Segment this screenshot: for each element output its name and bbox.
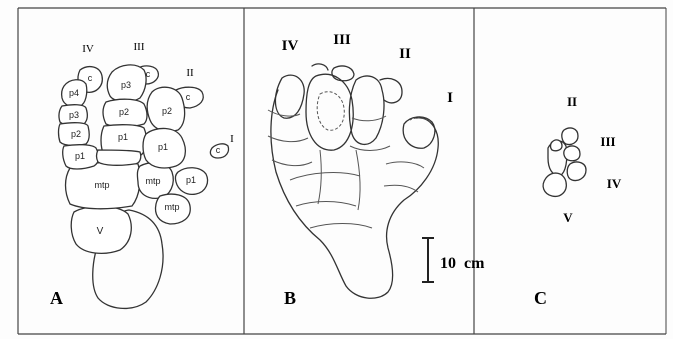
panel-b-scale-bar (422, 238, 434, 282)
panel-c-digit-v: V (563, 210, 573, 225)
label-d3-p2: p2 (119, 107, 129, 117)
label-d4-p3: p3 (69, 110, 79, 120)
label-v: V (97, 226, 104, 237)
label-mtp-b: mtp (145, 176, 160, 186)
label-d1-p1: p1 (186, 175, 196, 185)
panel-c-pad-b (564, 146, 580, 161)
panel-a-digit-iii: III (134, 41, 145, 53)
panel-b-digit-iii (306, 74, 353, 150)
label-mtp-a: mtp (94, 180, 109, 190)
label-mtp-c: mtp (164, 202, 179, 212)
panel-b-digit-i: I (447, 90, 453, 106)
panel-b-print-outline (271, 90, 438, 298)
panel-b-digit-iv: IV (282, 38, 299, 54)
label-d3-p3: p3 (121, 80, 131, 90)
label-d4-c: c (88, 73, 93, 83)
panel-c-letter: C (534, 288, 547, 308)
panel-a-digit-i: I (230, 133, 234, 145)
panel-a-digit-iv: IV (82, 43, 94, 55)
label-d3-c: c (146, 69, 151, 79)
panel-b-digit-iv (275, 75, 304, 118)
panel-c-digit-iii: III (600, 134, 615, 149)
panel-a-letter: A (50, 288, 63, 308)
label-d1-c: c (216, 145, 221, 155)
panel-c-digit-iv: IV (607, 176, 622, 191)
label-d2-c: c (186, 92, 191, 102)
panel-b-scale-label: 10 cm (440, 255, 485, 272)
panel-a-digit-ii: II (186, 67, 194, 79)
label-d3-p1: p1 (118, 132, 128, 142)
panel-a: IV III II I c p4 p3 p2 p1 c p3 p2 p1 c p… (50, 41, 234, 308)
panel-c-pad-e (551, 140, 563, 151)
panel-c: II III IV V C (534, 94, 622, 308)
panel-c-pad-a (562, 128, 578, 145)
label-d2-p1: p1 (158, 142, 168, 152)
label-d2-p2: p2 (162, 106, 172, 116)
panel-b: 10 cm IV III II I B (268, 32, 485, 308)
panel-c-pad-d (543, 173, 566, 196)
panel-c-pad-c (567, 162, 586, 181)
panel-b-digit-iii: III (333, 32, 351, 48)
panel-a-pad-d3-p0 (97, 150, 141, 165)
panel-b-digit-ii (349, 76, 384, 144)
panel-b-letter: B (284, 288, 296, 308)
label-d4-p4: p4 (69, 88, 79, 98)
label-d4-p1: p1 (75, 151, 85, 161)
panel-c-digit-ii: II (567, 94, 577, 109)
panel-b-digit-ii: II (399, 46, 411, 62)
label-d4-p2: p2 (71, 129, 81, 139)
